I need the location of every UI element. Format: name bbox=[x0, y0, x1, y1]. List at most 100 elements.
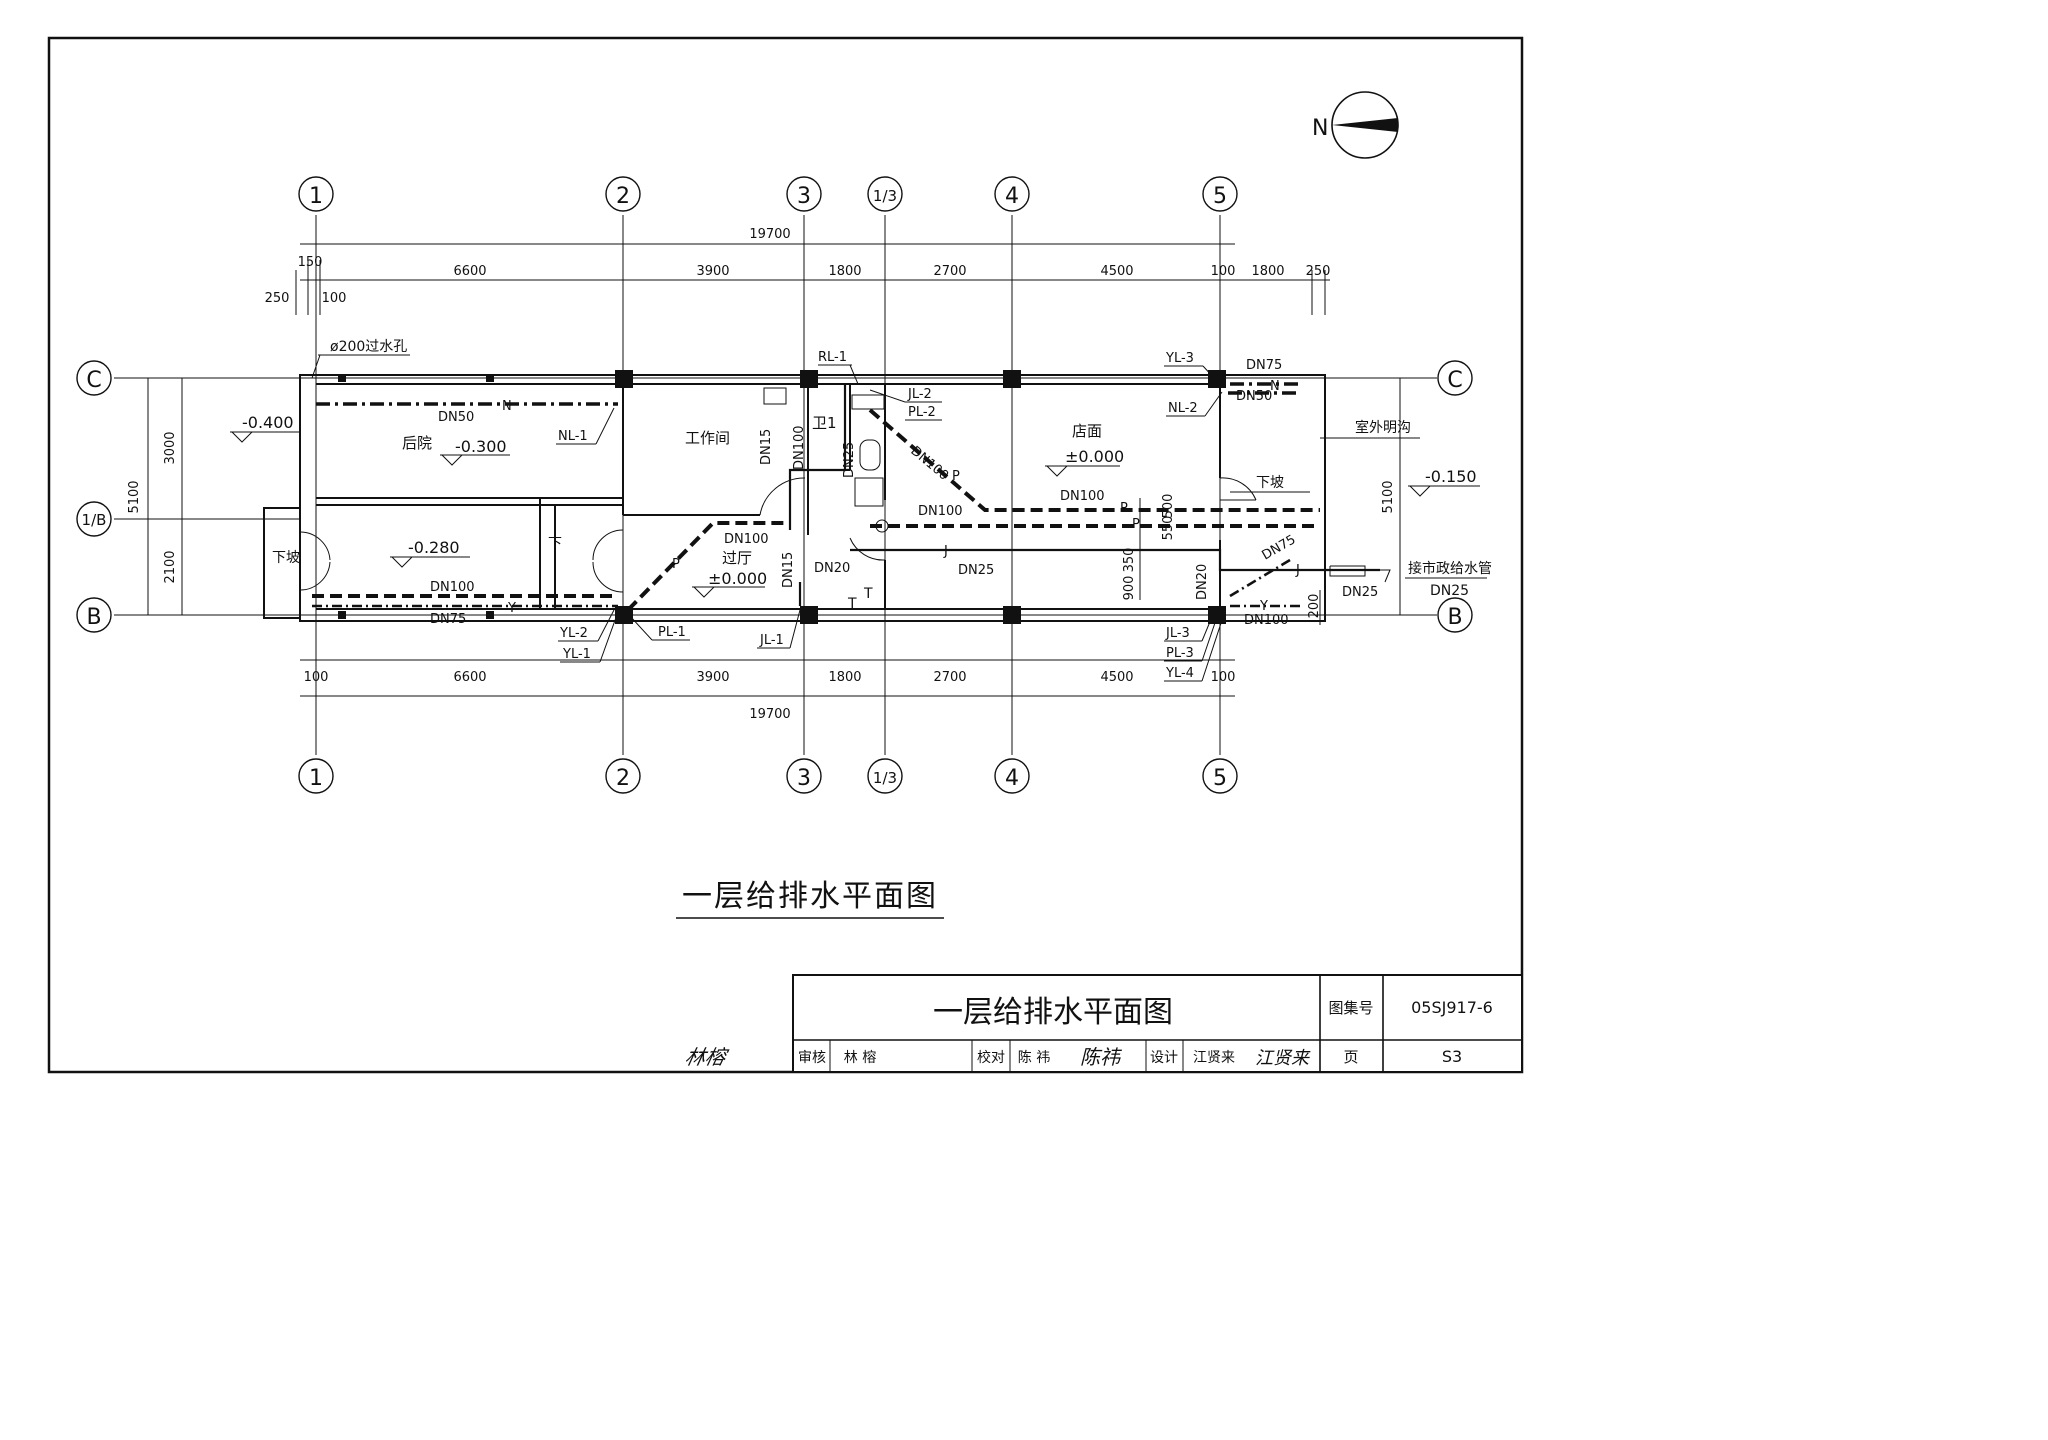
svg-text:3900: 3900 bbox=[696, 670, 729, 685]
svg-text:05SJ917-6: 05SJ917-6 bbox=[1411, 998, 1493, 1017]
svg-text:审核: 审核 bbox=[798, 1050, 826, 1066]
svg-text:YL-2: YL-2 bbox=[559, 626, 588, 641]
svg-text:DN100: DN100 bbox=[724, 532, 769, 547]
svg-text:图集号: 图集号 bbox=[1328, 999, 1373, 1017]
plumbing-floor-plan: N 1 2 3 1/3 4 5 1 2 3 1/3 4 5 C 1/B B C … bbox=[47, 36, 1524, 1074]
svg-text:-0.280: -0.280 bbox=[408, 538, 460, 557]
svg-text:PL-2: PL-2 bbox=[908, 405, 936, 420]
svg-text:林 榕: 林 榕 bbox=[844, 1050, 876, 1066]
svg-text:DN50: DN50 bbox=[1236, 389, 1272, 404]
svg-text:2100: 2100 bbox=[163, 550, 178, 583]
svg-text:YL-3: YL-3 bbox=[1165, 351, 1194, 366]
svg-text:6600: 6600 bbox=[453, 670, 486, 685]
axis-2-top: 2 bbox=[605, 176, 641, 212]
axis-1-3-bottom: 1/3 bbox=[867, 758, 903, 794]
riser-labels: RL-1 JL-2 PL-2 YL-3 NL-2 NL-1 YL-2 YL-1 … bbox=[556, 350, 1225, 682]
elevation-texts: -0.400 -0.300 -0.280 ±0.000 ±0.000 -0.15… bbox=[242, 413, 1477, 588]
svg-text:3: 3 bbox=[797, 766, 811, 791]
svg-text:DN20: DN20 bbox=[814, 561, 850, 576]
svg-text:JL-3: JL-3 bbox=[1165, 626, 1190, 641]
svg-text:Y: Y bbox=[507, 601, 516, 616]
svg-text:DN100: DN100 bbox=[1244, 613, 1289, 628]
pipe-labels: DN50 N DN100 DN75 Y DN100 P DN15 DN100 D… bbox=[430, 358, 1378, 628]
svg-text:DN15: DN15 bbox=[759, 429, 774, 465]
svg-text:150: 150 bbox=[298, 255, 323, 270]
svg-text:Y: Y bbox=[1259, 599, 1268, 614]
svg-text:JL-2: JL-2 bbox=[907, 387, 932, 402]
svg-text:B: B bbox=[1447, 605, 1462, 630]
svg-text:JL-1: JL-1 bbox=[759, 633, 784, 648]
axis-bubbles-bottom: 1 2 3 1/3 4 5 bbox=[298, 758, 1238, 794]
svg-text:室外明沟: 室外明沟 bbox=[1355, 419, 1411, 436]
svg-text:DN100: DN100 bbox=[907, 444, 951, 484]
svg-text:C: C bbox=[86, 368, 101, 393]
axis-3-top: 3 bbox=[786, 176, 822, 212]
svg-text:DN25: DN25 bbox=[958, 563, 994, 578]
title-block-title: 一层给排水平面图 bbox=[933, 995, 1173, 1030]
svg-text:下坡: 下坡 bbox=[272, 550, 300, 566]
svg-text:3000: 3000 bbox=[163, 431, 178, 464]
svg-text:DN100: DN100 bbox=[918, 504, 963, 519]
svg-text:DN100: DN100 bbox=[792, 425, 807, 470]
axis-5-top: 5 bbox=[1202, 176, 1238, 212]
svg-text:100: 100 bbox=[1211, 670, 1236, 685]
svg-text:RL-1: RL-1 bbox=[818, 350, 847, 365]
svg-text:±0.000: ±0.000 bbox=[1065, 447, 1124, 466]
svg-text:4: 4 bbox=[1005, 184, 1019, 209]
svg-text:DN25: DN25 bbox=[842, 442, 857, 478]
svg-text:B: B bbox=[86, 605, 101, 630]
axis-3-bottom: 3 bbox=[786, 758, 822, 794]
svg-text:P: P bbox=[672, 557, 680, 572]
dimension-texts: 19700 6600 3900 1800 2700 4500 100 1800 … bbox=[127, 227, 1396, 722]
svg-text:4: 4 bbox=[1005, 766, 1019, 791]
svg-text:DN100: DN100 bbox=[1060, 489, 1105, 504]
axis-1-top: 1 bbox=[298, 176, 334, 212]
svg-text:DN100: DN100 bbox=[430, 580, 475, 595]
annotations: ø200过水孔 下坡 下坡 室外明沟 接市政给水管 DN25 下 T T bbox=[272, 339, 1492, 612]
doors bbox=[299, 477, 1257, 593]
signature-review: 林榕 bbox=[683, 1045, 731, 1069]
svg-text:-0.150: -0.150 bbox=[1425, 467, 1477, 486]
svg-text:DN20: DN20 bbox=[1195, 564, 1210, 600]
axis-b-right: B bbox=[1437, 597, 1473, 633]
axis-1-bottom: 1 bbox=[298, 758, 334, 794]
svg-text:5100: 5100 bbox=[127, 480, 142, 513]
svg-text:C: C bbox=[1447, 368, 1462, 393]
svg-text:T: T bbox=[863, 586, 873, 602]
axis-1b-left: 1/B bbox=[76, 501, 112, 537]
svg-text:900: 900 bbox=[1122, 576, 1137, 601]
svg-text:一层给排水平面图: 一层给排水平面图 bbox=[682, 879, 938, 914]
svg-text:2: 2 bbox=[616, 766, 630, 791]
svg-text:-0.400: -0.400 bbox=[242, 413, 294, 432]
room-names: 后院 工作间 卫1 店面 过厅 bbox=[402, 414, 1102, 567]
svg-text:4500: 4500 bbox=[1100, 264, 1133, 279]
dimension-lines bbox=[147, 243, 1401, 697]
svg-text:P: P bbox=[1120, 501, 1128, 516]
axis-c-right: C bbox=[1437, 360, 1473, 396]
svg-text:J: J bbox=[1295, 563, 1300, 578]
svg-text:2: 2 bbox=[616, 184, 630, 209]
svg-text:N: N bbox=[502, 399, 512, 414]
svg-text:江贤来: 江贤来 bbox=[1193, 1050, 1235, 1066]
svg-text:-0.300: -0.300 bbox=[455, 437, 507, 456]
svg-text:DN15: DN15 bbox=[781, 552, 796, 588]
axis-4-top: 4 bbox=[994, 176, 1030, 212]
svg-text:19700: 19700 bbox=[749, 227, 790, 242]
axis-b-left: B bbox=[76, 597, 112, 633]
svg-text:店面: 店面 bbox=[1072, 422, 1102, 440]
svg-text:2700: 2700 bbox=[933, 670, 966, 685]
axis-1-3-top: 1/3 bbox=[867, 176, 903, 212]
svg-text:±0.000: ±0.000 bbox=[708, 569, 767, 588]
svg-text:后院: 后院 bbox=[402, 434, 432, 452]
svg-text:350: 350 bbox=[1122, 548, 1137, 573]
svg-text:1800: 1800 bbox=[828, 670, 861, 685]
svg-text:1/B: 1/B bbox=[82, 511, 107, 529]
svg-text:DN50: DN50 bbox=[438, 410, 474, 425]
svg-text:N: N bbox=[1270, 379, 1280, 394]
svg-text:YL-1: YL-1 bbox=[562, 647, 591, 662]
svg-text:3: 3 bbox=[797, 184, 811, 209]
svg-text:3900: 3900 bbox=[696, 264, 729, 279]
svg-text:设计: 设计 bbox=[1150, 1050, 1178, 1066]
elevation-markers bbox=[230, 431, 1480, 598]
svg-text:接市政给水管: 接市政给水管 bbox=[1408, 560, 1492, 577]
